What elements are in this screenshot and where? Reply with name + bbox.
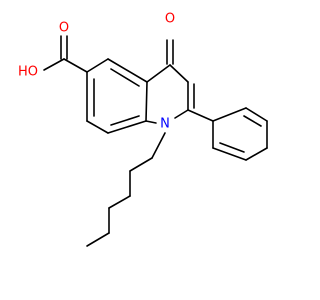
ring-nitrogen-label: N <box>160 117 170 132</box>
bond <box>243 115 262 127</box>
oxo-oxygen-label: O <box>165 12 175 27</box>
bond <box>108 195 131 209</box>
bond <box>145 120 157 124</box>
bond <box>151 132 166 159</box>
bond <box>110 115 140 126</box>
bond <box>107 58 148 83</box>
bond <box>174 109 189 119</box>
bond <box>146 64 171 83</box>
bond <box>129 157 153 172</box>
carbonyl-oxygen-label: O <box>59 21 69 36</box>
bond <box>145 81 148 122</box>
bond <box>86 58 109 73</box>
bond <box>169 64 189 83</box>
bond <box>63 58 88 73</box>
molecule-structure: O O HO N <box>0 0 300 300</box>
bond <box>212 107 247 122</box>
bond <box>245 147 268 161</box>
background <box>0 0 300 300</box>
bond <box>43 58 65 71</box>
bond <box>110 68 140 87</box>
bond <box>86 120 109 134</box>
hydroxyl-label: HO <box>18 65 38 80</box>
bond <box>212 147 247 161</box>
bond <box>86 232 110 247</box>
bond <box>187 109 214 122</box>
bond <box>107 120 147 134</box>
bond <box>245 107 268 122</box>
bonds <box>43 35 268 247</box>
bond <box>219 142 245 153</box>
